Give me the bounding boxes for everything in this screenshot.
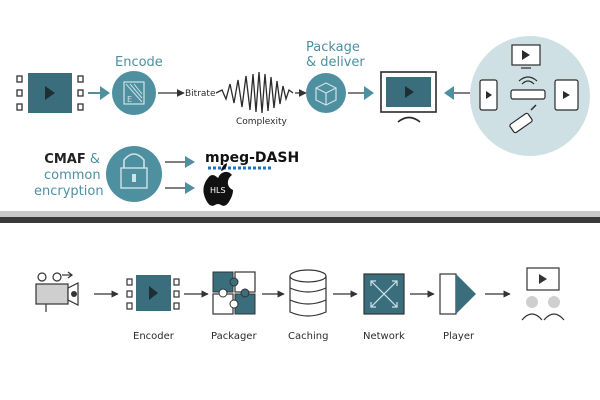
film-strip-icon xyxy=(16,73,84,113)
lock-icon xyxy=(106,146,162,202)
arrow-devices-to-monitor xyxy=(444,86,470,100)
arrow-lock-to-dash-head xyxy=(185,156,195,168)
section-divider xyxy=(0,217,600,223)
player-icon xyxy=(439,273,476,315)
pipeline-label-caching: Caching xyxy=(288,331,329,342)
pipeline-label-player: Player xyxy=(443,331,475,342)
package-label-line1: Package xyxy=(306,40,360,55)
pipeline-diagram xyxy=(35,267,565,321)
encoder-film-icon xyxy=(126,275,180,311)
cmaf-word: CMAF xyxy=(44,152,86,167)
arrow-package-to-monitor xyxy=(348,86,374,100)
monitor-icon xyxy=(380,71,437,123)
complexity-label: Complexity xyxy=(236,117,287,127)
cmaf-encryption: encryption xyxy=(34,184,104,199)
puzzle-icon xyxy=(212,271,256,315)
cmaf-common: common xyxy=(44,168,101,183)
pipeline-label-network: Network xyxy=(363,331,405,342)
top-diagram: E xyxy=(16,36,590,206)
apple-icon xyxy=(203,163,233,206)
package-label: Package & deliver xyxy=(306,40,365,70)
cmaf-label: CMAF & common encryption xyxy=(34,152,104,200)
camera-icon xyxy=(35,271,79,312)
encode-label: Encode xyxy=(115,55,163,70)
pipeline-label-encoder: Encoder xyxy=(133,331,174,342)
hls-logo-text: HLS xyxy=(210,186,226,195)
section-divider-light xyxy=(0,211,600,217)
mpeg-dash-logo: mpeg-DASH xyxy=(205,150,300,166)
waveform-icon xyxy=(215,71,294,114)
devices-icon xyxy=(470,36,590,156)
audience-icon xyxy=(521,267,565,321)
network-icon xyxy=(363,273,405,315)
pipeline-label-packager: Packager xyxy=(211,331,257,342)
arrow-lock-to-hls-head xyxy=(185,182,195,194)
svg-text:E: E xyxy=(127,95,132,104)
arrow-film-to-encode xyxy=(88,86,110,100)
encode-icon: E xyxy=(112,71,156,115)
package-icon xyxy=(306,73,346,113)
database-icon xyxy=(289,269,327,317)
cmaf-amp: & xyxy=(85,152,100,167)
bitrate-label: Bitrate xyxy=(185,89,216,99)
package-label-line2: & deliver xyxy=(306,55,365,70)
